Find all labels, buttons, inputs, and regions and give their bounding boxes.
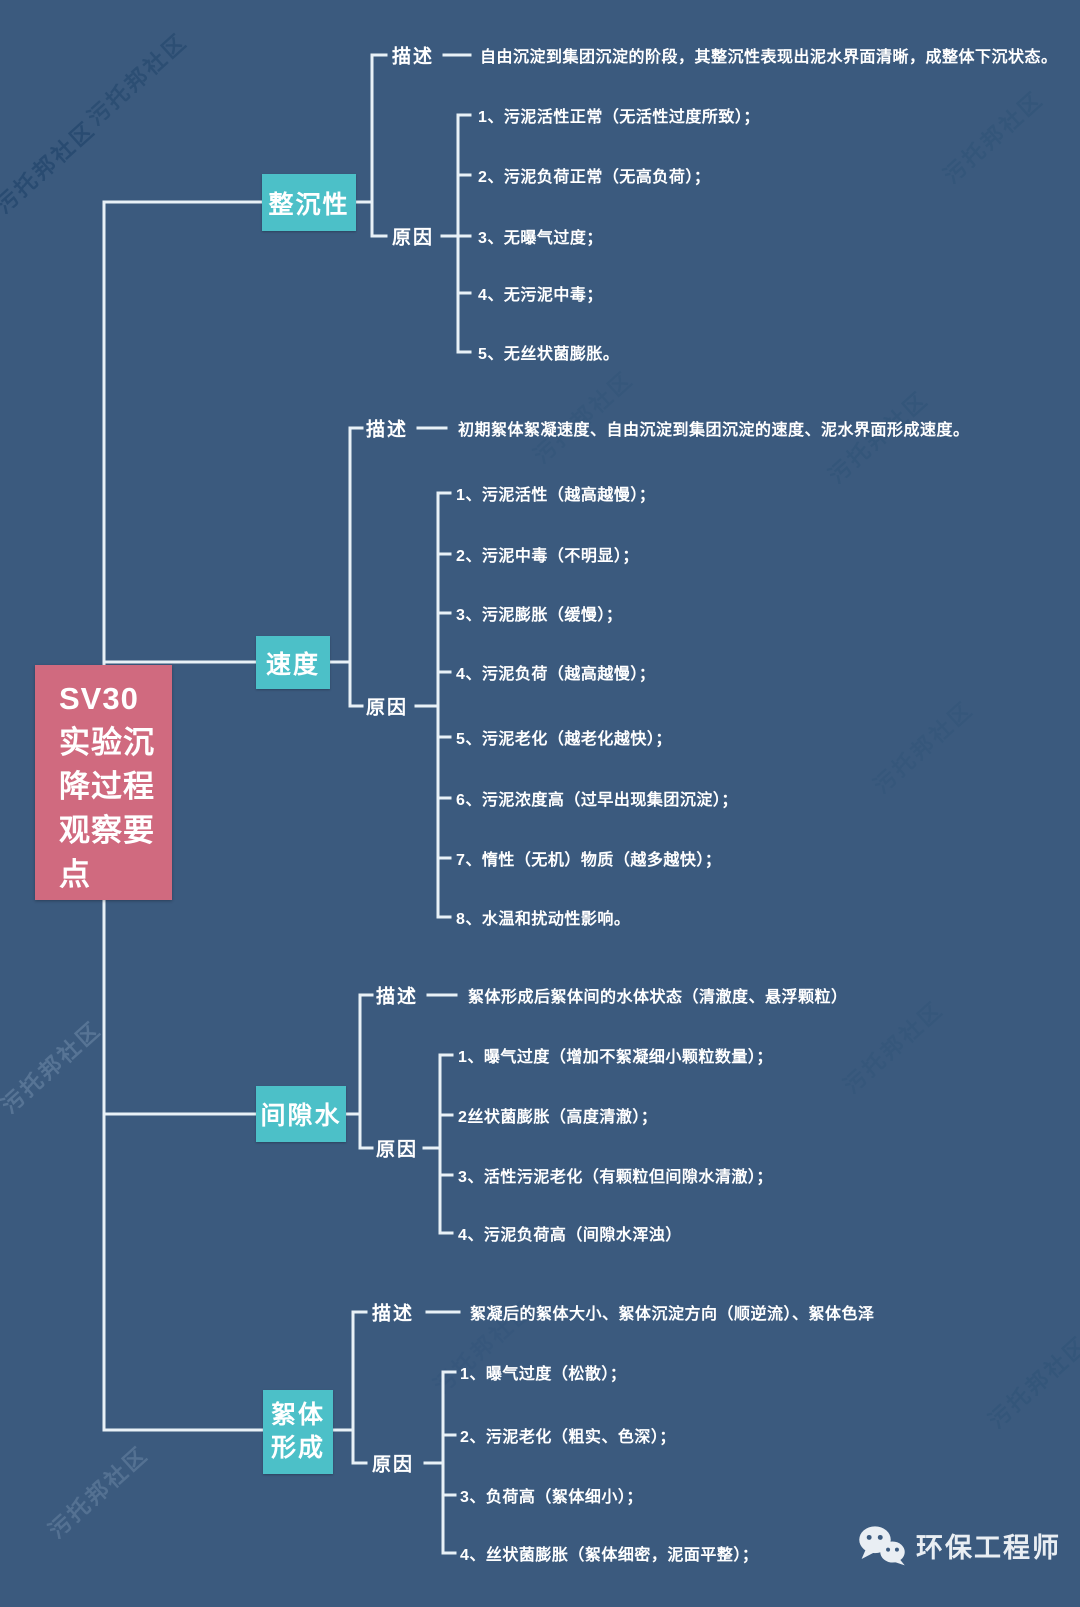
- reason-item: 1、污泥活性正常（无活性过度所致）；: [478, 109, 760, 126]
- reason-item: 6、污泥浓度高（过早出现集团沉淀）；: [456, 792, 738, 809]
- reason-item: 2、污泥负荷正常（无高负荷）；: [478, 169, 711, 186]
- reason-item: 1、曝气过度（增加不絮凝细小颗粒数量）；: [458, 1049, 773, 1066]
- reason-item: 4、丝状菌膨胀（絮体细密，泥面平整）；: [460, 1547, 759, 1564]
- reason-item: 5、污泥老化（越老化越快）；: [456, 731, 672, 748]
- reason-item: 5、无丝状菌膨胀。: [478, 346, 620, 363]
- brand-name: 环保工程师: [916, 1532, 1061, 1563]
- reason-item: 1、污泥活性（越高越慢）；: [456, 487, 656, 504]
- root-node-line: 观察要: [59, 813, 155, 848]
- description-label: 描述: [372, 1303, 415, 1325]
- wechat-icon: [859, 1526, 905, 1566]
- branch-node-gap-water: 间隙水: [256, 1086, 346, 1142]
- branch-node-speed: 速度: [256, 636, 330, 689]
- reason-item: 4、污泥负荷（越高越慢）；: [456, 666, 656, 683]
- reason-item: 7、惰性（无机）物质（越多越快）；: [456, 852, 722, 869]
- branch-node-line: 形成: [270, 1434, 325, 1462]
- reason-item: 8、水温和扰动性影响。: [456, 911, 631, 928]
- root-node-line: 实验沉: [59, 725, 155, 760]
- description-label: 描述: [376, 986, 419, 1008]
- description-text: 自由沉淀到集团沉淀的阶段，其整沉性表现出泥水界面清晰，成整体下沉状态。: [480, 49, 1058, 66]
- reason-label: 原因: [392, 227, 435, 249]
- root-node-line: SV30: [59, 681, 139, 716]
- reason-item: 2丝状菌膨胀（高度清澈）；: [458, 1109, 658, 1126]
- reason-item: 4、无污泥中毒；: [478, 287, 603, 304]
- reason-item: 3、无曝气过度；: [478, 230, 603, 247]
- branch-node-settling: 整沉性: [262, 174, 356, 231]
- reason-item: 3、负荷高（絮体细小）；: [460, 1489, 643, 1506]
- root-node-line: 降过程: [59, 769, 155, 804]
- reason-item: 2、污泥老化（粗实、色深）；: [460, 1429, 676, 1446]
- wechat-footer: 环保工程师: [856, 1524, 1061, 1566]
- description-text: 絮体形成后絮体间的水体状态（清澈度、悬浮颗粒）: [468, 989, 848, 1006]
- branch-node-line: 絮体: [270, 1401, 325, 1429]
- root-node: SV30 实验沉 降过程 观察要 点: [35, 665, 172, 900]
- reason-item: 3、活性污泥老化（有颗粒但间隙水清澈）；: [458, 1169, 773, 1186]
- reason-item: 1、曝气过度（松散）；: [460, 1366, 627, 1383]
- reason-item: 2、污泥中毒（不明显）；: [456, 548, 639, 565]
- reason-label: 原因: [372, 1454, 415, 1476]
- description-text: 初期絮体絮凝速度、自由沉淀到集团沉淀的速度、泥水界面形成速度。: [458, 422, 970, 439]
- branch-node-floc-formation: 絮体 形成: [263, 1390, 333, 1474]
- description-text: 絮凝后的絮体大小、絮体沉淀方向（顺逆流）、絮体色泽: [470, 1306, 875, 1323]
- reason-item: 4、污泥负荷高（间隙水浑浊）: [458, 1227, 682, 1244]
- description-label: 描述: [392, 46, 435, 68]
- description-label: 描述: [366, 419, 409, 441]
- reason-item: 3、污泥膨胀（缓慢）；: [456, 607, 623, 624]
- reason-label: 原因: [376, 1139, 419, 1161]
- reason-label: 原因: [366, 697, 409, 719]
- root-node-line: 点: [59, 857, 91, 892]
